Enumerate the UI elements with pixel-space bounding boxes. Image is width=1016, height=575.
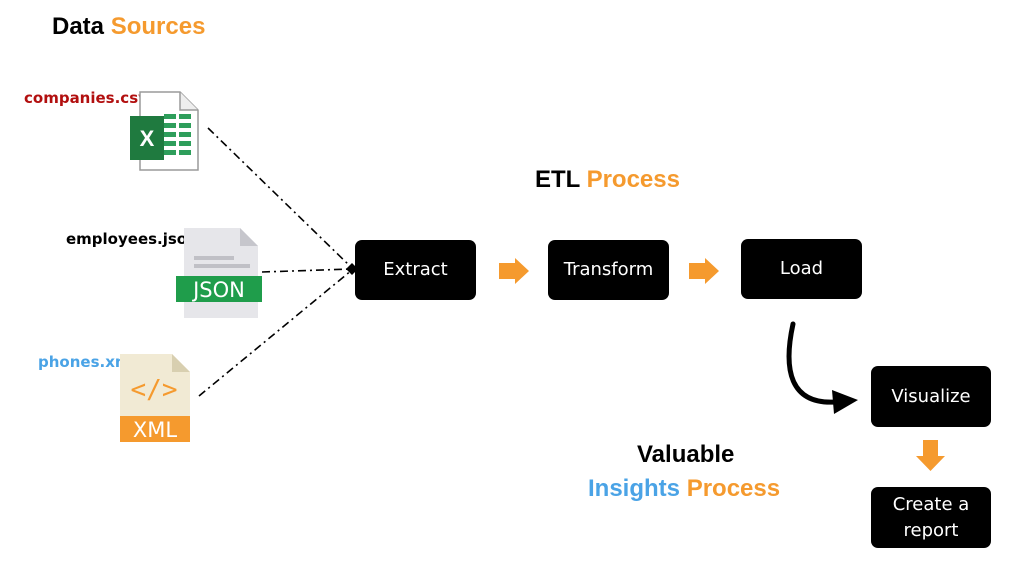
insights-process-heading: Insights Process <box>588 475 780 503</box>
visualize-step: Visualize <box>871 366 991 427</box>
extract-step: Extract <box>355 240 476 300</box>
data-sources-heading: Data Sources <box>52 13 205 41</box>
connector-csv-to-extract <box>207 127 353 269</box>
excel-icon-letter: X <box>140 126 155 151</box>
heading-word-etl: ETL <box>535 166 580 193</box>
xml-file-icon: </> XML <box>120 354 190 442</box>
heading-word-sources: Sources <box>110 13 206 40</box>
heading-word-insights: Insights <box>588 475 681 502</box>
arrow-transform-to-load <box>689 258 719 284</box>
xml-icon-text: XML <box>133 418 178 442</box>
transform-step: Transform <box>548 240 669 300</box>
create-report-step: Create a report <box>871 487 991 548</box>
heading-word-process-2: Process <box>686 475 781 502</box>
file-label-companies-csv: companies.csv <box>24 89 148 107</box>
etl-process-heading: ETL Process <box>535 166 680 194</box>
file-label-phones-xml: phones.xml <box>38 353 136 371</box>
file-label-employees-json: employees.json <box>66 230 198 248</box>
transform-label: Transform <box>563 259 654 280</box>
arrow-extract-to-transform <box>499 258 529 284</box>
create-report-line2: report <box>903 519 959 541</box>
arrow-visualize-to-report <box>916 440 945 471</box>
load-step: Load <box>741 239 862 299</box>
json-icon-text: JSON <box>191 278 245 302</box>
valuable-heading: Valuable <box>637 441 735 468</box>
excel-file-icon: X <box>130 91 199 171</box>
load-label: Load <box>779 258 824 279</box>
heading-word-process: Process <box>586 166 680 193</box>
create-report-line1: Create a <box>892 493 970 515</box>
curved-arrow-load-to-visualize <box>786 321 839 405</box>
extract-label: Extract <box>383 259 448 280</box>
connector-xml-to-extract <box>198 269 353 397</box>
heading-word-data: Data <box>52 13 105 40</box>
json-file-icon: JSON <box>176 228 262 318</box>
connector-json-to-extract <box>261 268 353 273</box>
curved-arrow-head <box>832 390 858 414</box>
visualize-label: Visualize <box>891 385 971 407</box>
xml-code-glyph: </> <box>131 375 178 405</box>
